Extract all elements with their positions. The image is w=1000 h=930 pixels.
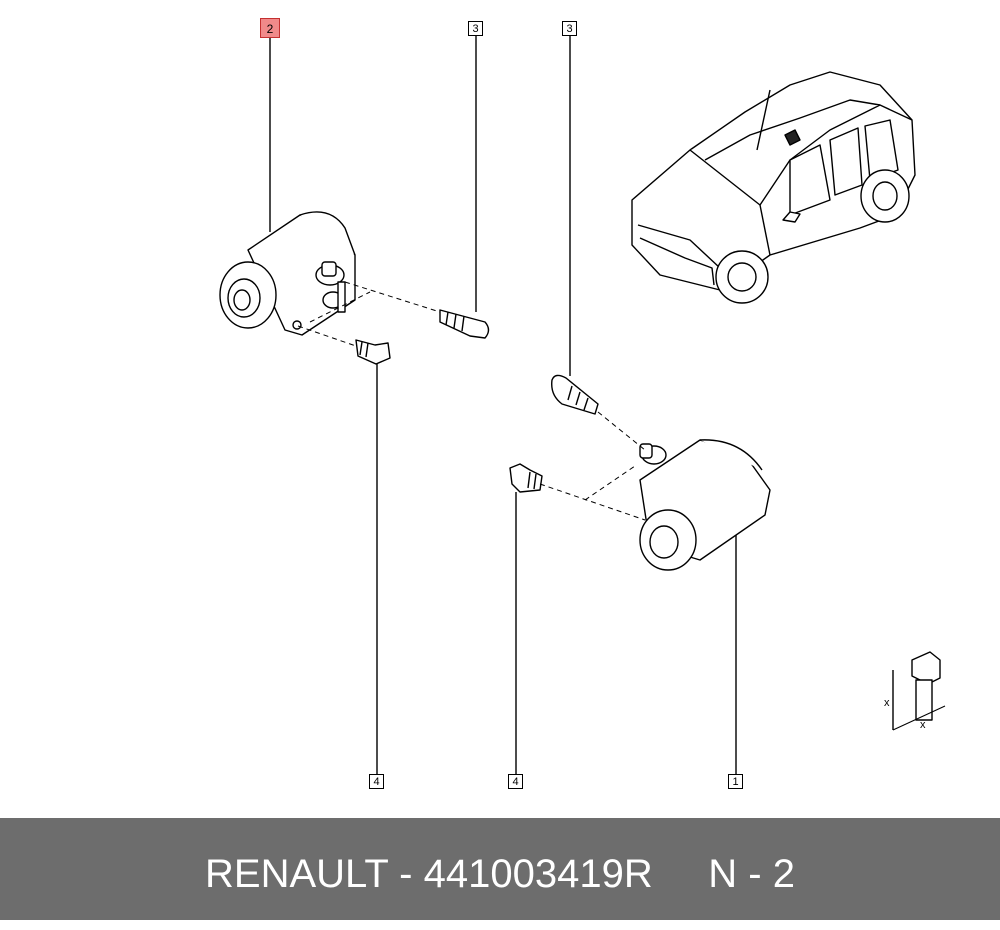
footer-caption: RENAULT - 441003419R N - 2 xyxy=(0,818,1000,920)
callout-part-3-upper[interactable]: 3 xyxy=(468,21,483,36)
callout-part-1[interactable]: 1 xyxy=(728,774,743,789)
parts-diagram: x x xyxy=(219,36,946,774)
wheel-cylinder-lower xyxy=(639,439,771,571)
callout-part-4-upper[interactable]: 4 xyxy=(369,774,384,789)
callout-part-2[interactable]: 2 xyxy=(260,18,280,38)
legend-dim-b: x xyxy=(920,719,926,731)
callout-part-3-lower[interactable]: 3 xyxy=(562,21,577,36)
assembly-line-lower-bolt xyxy=(539,483,646,521)
footer-separator: - xyxy=(399,852,413,896)
bolt-lower xyxy=(509,463,543,493)
bleed-screw-lower xyxy=(551,374,599,415)
assembly-line-lower-screw xyxy=(597,411,646,451)
callout-part-4-lower[interactable]: 4 xyxy=(508,774,523,789)
assembly-line-upper-bolt xyxy=(297,325,357,347)
tightening-legend-icon xyxy=(892,651,946,731)
brand-name: RENAULT xyxy=(205,852,389,896)
footer-bar: RENAULT - 441003419R N - 2 xyxy=(0,818,1000,920)
part-number: 441003419R xyxy=(423,852,653,896)
legend-dim-a: x xyxy=(884,697,890,709)
assembly-line-upper-link xyxy=(309,291,371,323)
bleed-screw-upper xyxy=(439,309,490,339)
assembly-line-lower-link xyxy=(584,465,636,501)
wheel-cylinder-upper xyxy=(219,211,356,336)
page-indicator: N - 2 xyxy=(708,852,795,896)
vehicle-illustration xyxy=(631,71,916,304)
assembly-line-upper-screw xyxy=(344,281,441,313)
bolt-upper xyxy=(355,339,391,365)
